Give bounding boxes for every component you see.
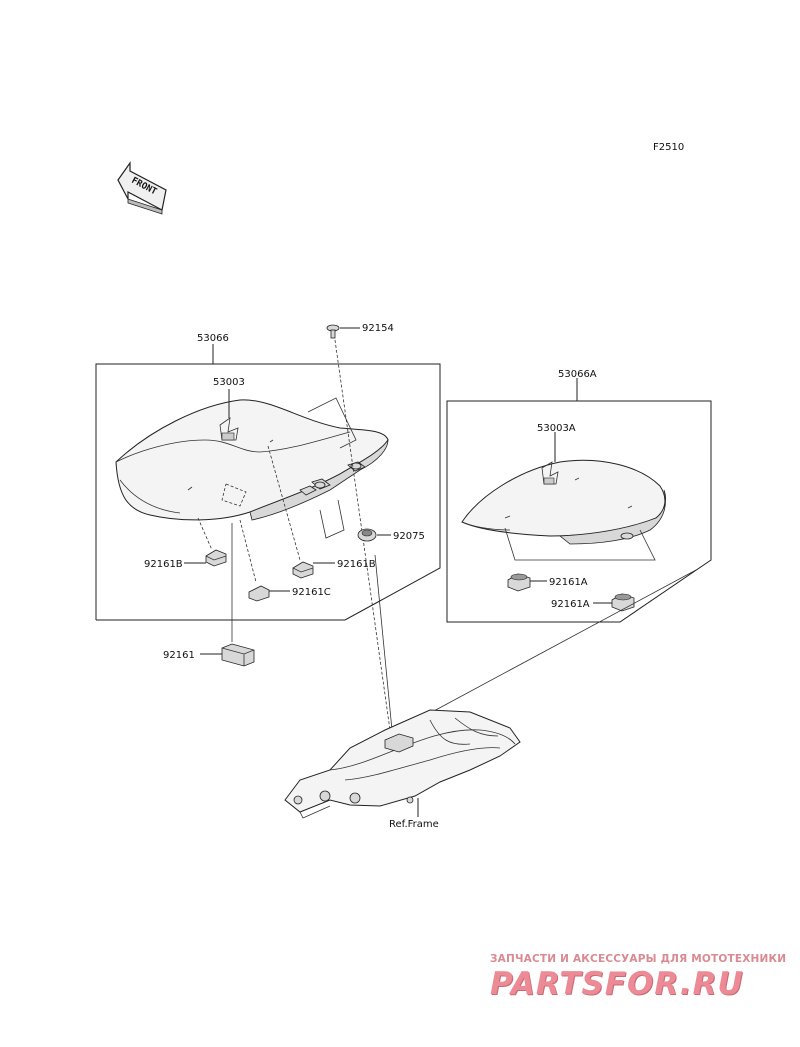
watermark-subtitle: ЗАПЧАСТИ И АКСЕССУАРЫ ДЛЯ МОТОТЕХНИКИ — [490, 953, 787, 965]
label-92075: 92075 — [393, 531, 425, 542]
watermark-brand[interactable]: PARTSFOR.RU — [490, 966, 744, 1002]
label-92161b-left: 92161B — [144, 559, 183, 570]
figure-code: F2510 — [653, 142, 684, 153]
label-92161a-1: 92161A — [549, 577, 588, 588]
label-53066: 53066 — [197, 333, 229, 344]
damper-92161a-1 — [507, 573, 531, 592]
damper-92161c — [248, 585, 270, 602]
seat-assy-a-group: 53066A 53003A 92161A 92161A — [446, 369, 712, 623]
label-92161b-right: 92161B — [337, 559, 376, 570]
label-92161c: 92161C — [292, 587, 331, 598]
label-92154: 92154 — [362, 323, 394, 334]
rider-seat — [115, 399, 389, 521]
damper-92161 — [221, 643, 255, 667]
bolt-92154: 92154 — [326, 323, 394, 339]
front-arrow-icon: FRONT — [117, 161, 167, 215]
label-92161: 92161 — [163, 650, 195, 661]
label-53003: 53003 — [213, 377, 245, 388]
grommet-92075: 92075 — [357, 528, 425, 542]
label-92161a-2: 92161A — [551, 599, 590, 610]
damper-92161b-right — [292, 561, 314, 579]
label-53066a: 53066A — [558, 369, 597, 380]
damper-92161a-2 — [611, 593, 635, 612]
label-53003a: 53003A — [537, 423, 576, 434]
pillion-seat — [461, 459, 666, 545]
damper-92161b-left — [205, 549, 227, 567]
seat-assy-group: 53066 53003 — [95, 333, 441, 621]
label-ref-frame: Ref.Frame — [389, 819, 439, 830]
rear-frame — [284, 709, 521, 819]
